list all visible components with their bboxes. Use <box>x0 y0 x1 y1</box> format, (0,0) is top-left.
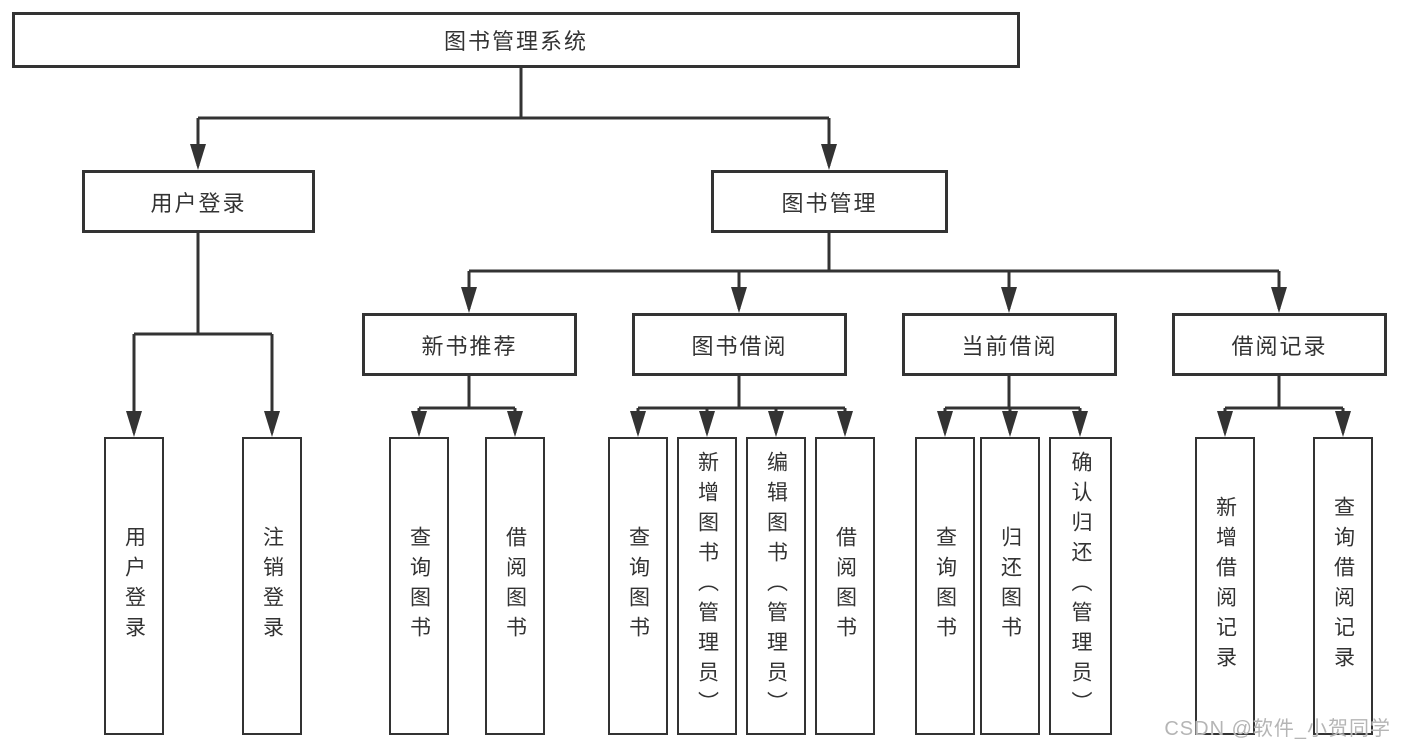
node-label: 借阅图书 <box>833 526 857 646</box>
node-label: 新书推荐 <box>421 333 518 359</box>
node-label: 查询借阅记录 <box>1331 496 1355 676</box>
node-label: 用户登录 <box>122 526 146 646</box>
leaf-borrow-books-recommend: 借阅图书 <box>485 437 545 735</box>
node-current-borrow: 当前借阅 <box>902 313 1117 376</box>
node-label: 当前借阅 <box>961 333 1058 359</box>
leaf-borrow-books: 借阅图书 <box>815 437 875 735</box>
node-book-borrow: 图书借阅 <box>632 313 847 376</box>
node-label: 确认归还（管理员） <box>1069 451 1092 721</box>
node-label: 图书借阅 <box>691 333 788 359</box>
leaf-logout: 注销登录 <box>242 437 302 735</box>
leaf-user-login: 用户登录 <box>104 437 164 735</box>
node-label: 新增借阅记录 <box>1213 496 1237 676</box>
node-label: 图书管理 <box>781 190 878 216</box>
node-borrow-records: 借阅记录 <box>1172 313 1387 376</box>
node-label: 查询图书 <box>626 526 650 646</box>
watermark: CSDN @软件_小贺同学 <box>1164 718 1391 740</box>
node-label: 归还图书 <box>998 526 1022 646</box>
leaf-query-books-current: 查询图书 <box>915 437 975 735</box>
leaf-add-books-admin: 新增图书（管理员） <box>677 437 737 735</box>
node-label: 编辑图书（管理员） <box>764 451 788 721</box>
node-user-login-branch: 用户登录 <box>82 170 315 233</box>
node-label: 图书管理系统 <box>443 29 588 54</box>
node-label: 新增图书（管理员） <box>695 451 719 721</box>
leaf-confirm-return-admin: 确认归还（管理员） <box>1049 437 1112 735</box>
arrowheads <box>126 144 1351 437</box>
node-label: 借阅记录 <box>1231 333 1328 359</box>
leaf-query-books-borrow: 查询图书 <box>608 437 668 735</box>
leaf-query-books-recommend: 查询图书 <box>389 437 449 735</box>
leaf-return-books: 归还图书 <box>980 437 1040 735</box>
node-label: 查询图书 <box>407 526 431 646</box>
node-label: 用户登录 <box>150 190 247 216</box>
node-label: 查询图书 <box>933 526 957 646</box>
leaf-edit-books-admin: 编辑图书（管理员） <box>746 437 806 735</box>
node-book-management-branch: 图书管理 <box>711 170 948 233</box>
node-new-book-recommend: 新书推荐 <box>362 313 577 376</box>
node-label: 借阅图书 <box>503 526 527 646</box>
node-root-system: 图书管理系统 <box>12 12 1020 68</box>
leaf-query-borrow-record: 查询借阅记录 <box>1313 437 1373 735</box>
node-label: 注销登录 <box>260 526 284 646</box>
leaf-add-borrow-record: 新增借阅记录 <box>1195 437 1255 735</box>
